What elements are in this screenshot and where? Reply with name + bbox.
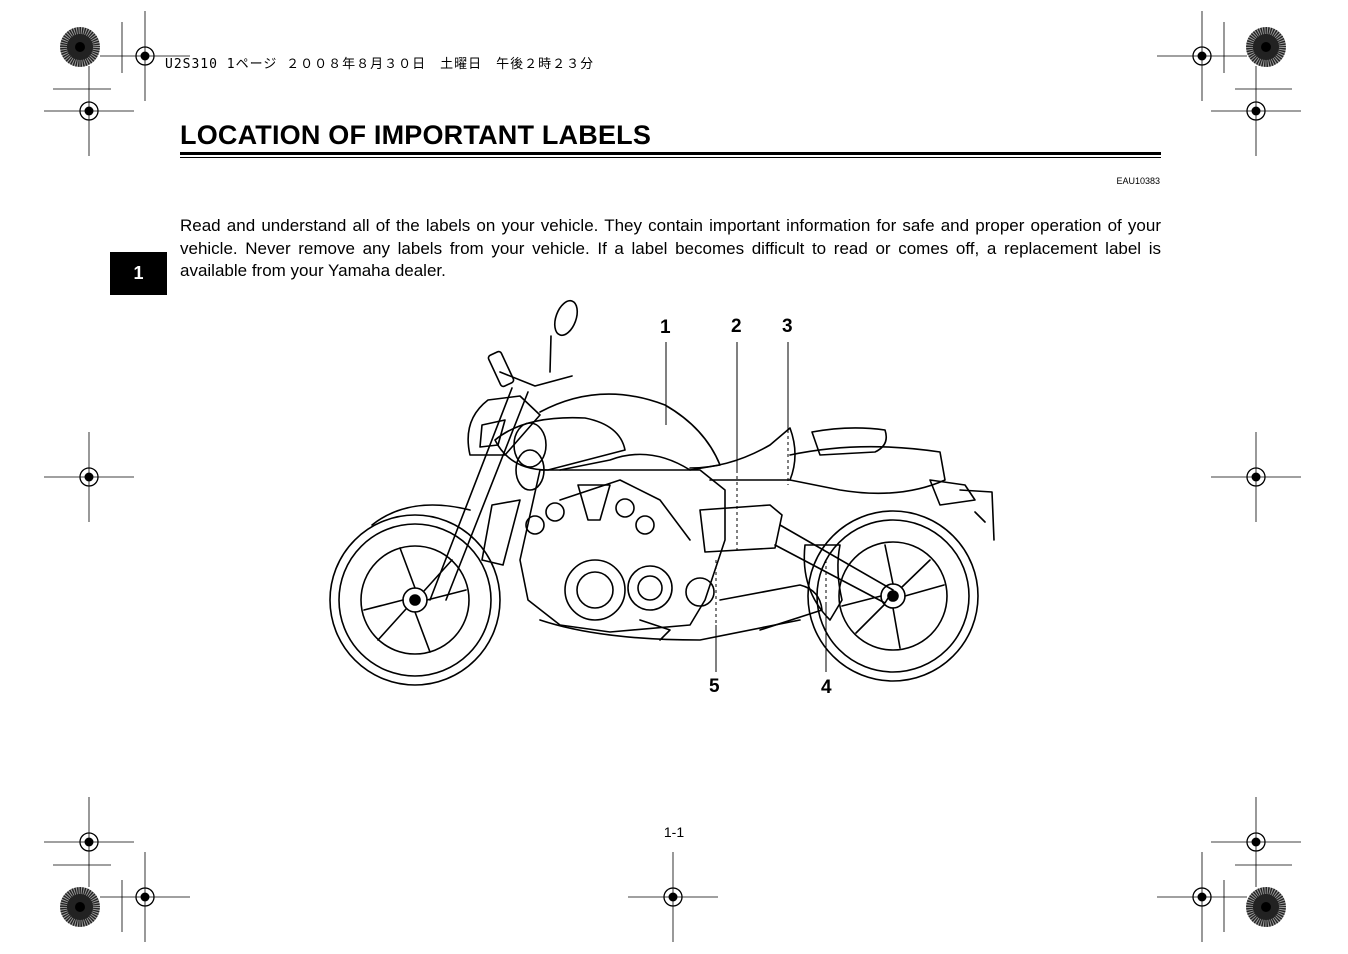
crosshair-mark-icon [1210, 796, 1302, 888]
registration-target-icon [1246, 887, 1286, 927]
callout-4: 4 [821, 677, 832, 698]
intro-paragraph: Read and understand all of the labels on… [180, 216, 1161, 280]
callout-2: 2 [731, 316, 742, 337]
crosshair-mark-icon [99, 851, 191, 943]
print-header: U2S310 1ページ ２００８年８月３０日 土曜日 午後２時２３分 [165, 57, 595, 72]
callout-3: 3 [782, 316, 793, 337]
title-rule-thin [180, 157, 1161, 158]
section-code: EAU10383 [1116, 176, 1160, 186]
crosshair-mark-icon [627, 851, 719, 943]
callout-leader-lines [665, 342, 827, 672]
crosshair-mark-icon [43, 796, 135, 888]
motorcycle-illustration-icon [329, 299, 995, 686]
crosshair-mark-icon [1210, 431, 1302, 523]
page-title: LOCATION OF IMPORTANT LABELS [180, 120, 652, 150]
crosshair-mark-icon [43, 431, 135, 523]
registration-target-icon [60, 887, 100, 927]
crosshair-mark-icon [1156, 10, 1248, 102]
callout-5: 5 [709, 676, 720, 697]
registration-target-icon [60, 27, 100, 67]
crosshair-mark-icon [1156, 851, 1248, 943]
crosshair-mark-icon [43, 65, 135, 157]
page-number: 1-1 [663, 824, 685, 840]
crosshair-mark-icon [1210, 65, 1302, 157]
callout-1: 1 [660, 317, 671, 338]
crop-marks [53, 22, 1292, 932]
chapter-tab: 1 [110, 252, 167, 295]
title-rule [180, 152, 1161, 155]
registration-target-icon [1246, 27, 1286, 67]
